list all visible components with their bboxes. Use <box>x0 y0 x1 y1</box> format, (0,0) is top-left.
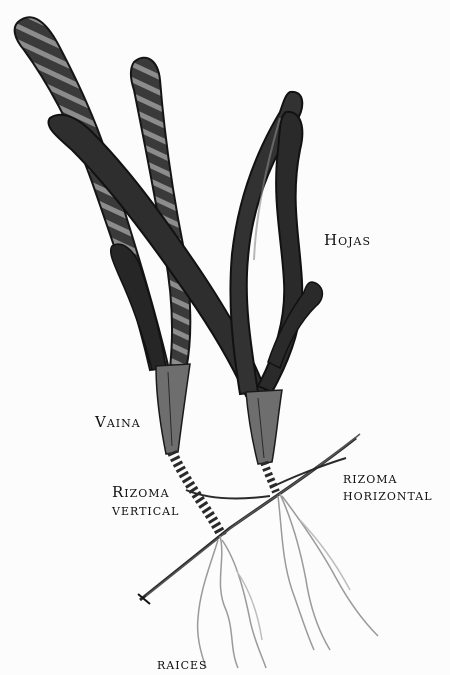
sheath-left <box>156 364 190 454</box>
vertical-rhizome <box>172 452 276 536</box>
label-hojas: Hojas <box>324 232 371 249</box>
label-rizoma-horizontal-line2: horizontal <box>343 487 433 504</box>
right-plant-leaves <box>230 92 322 394</box>
label-rizoma-vertical-line1: Rizoma <box>112 484 170 501</box>
label-rizoma-vertical-line2: vertical <box>112 502 179 519</box>
label-raices: raices <box>157 656 208 673</box>
left-plant-leaves <box>15 17 266 396</box>
sheath-right <box>246 390 282 464</box>
label-vaina: Vaina <box>95 414 141 431</box>
leaf-left-4 <box>111 244 166 370</box>
roots <box>198 494 378 668</box>
label-rizoma-horizontal-line1: rizoma <box>343 470 398 487</box>
